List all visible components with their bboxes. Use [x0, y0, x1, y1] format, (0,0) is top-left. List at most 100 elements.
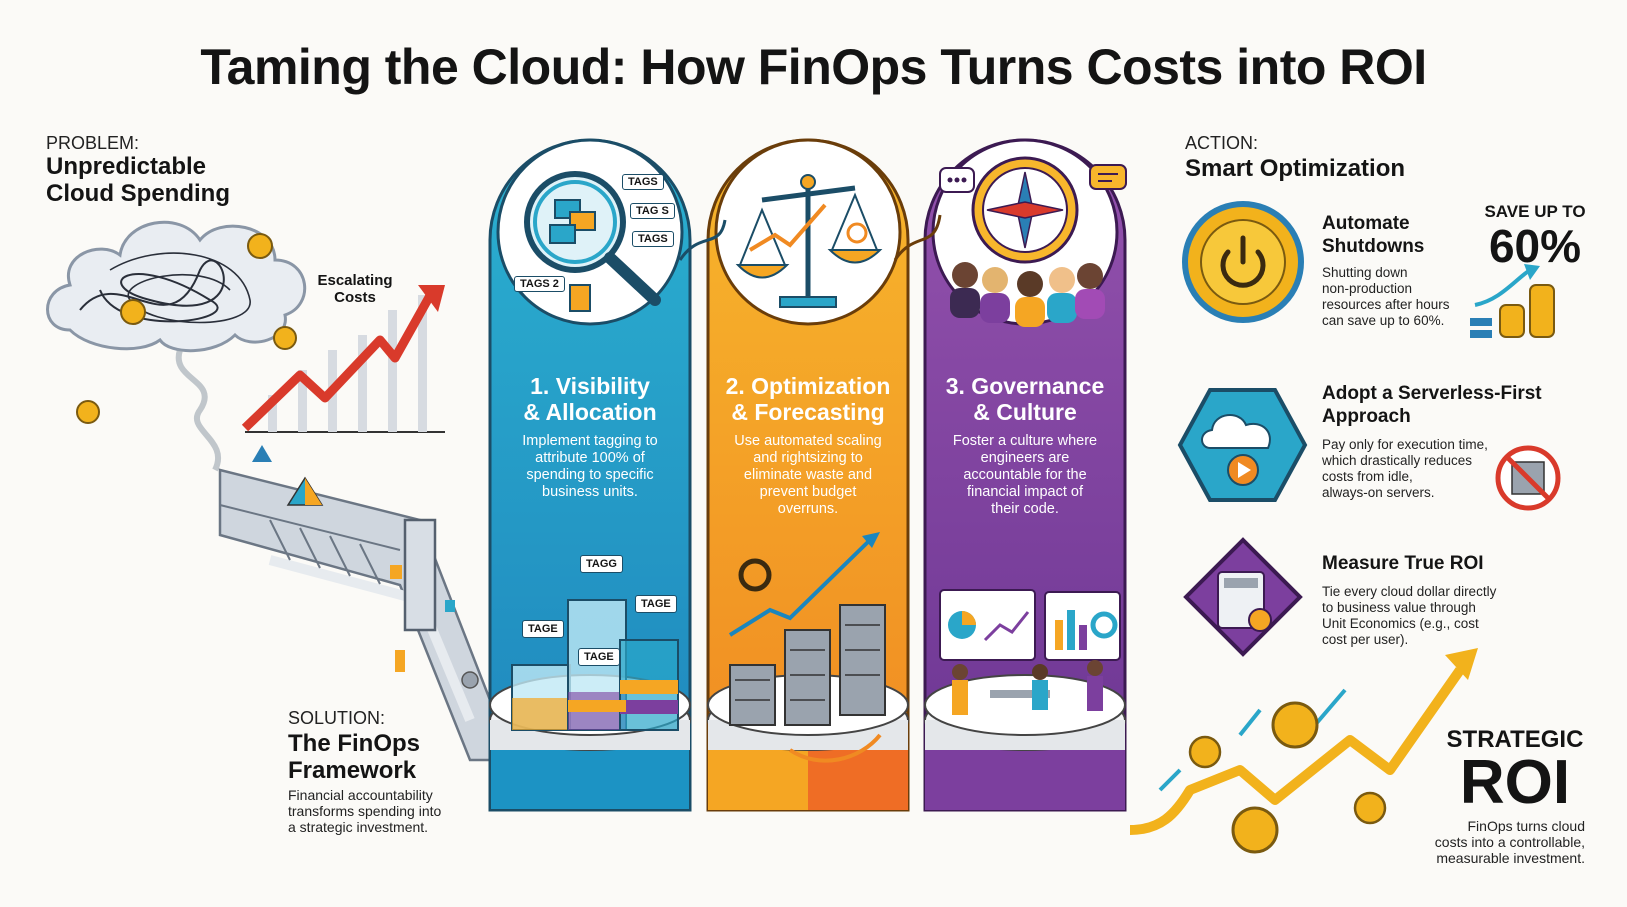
action-item-desc-line: Tie every cloud dollar directly	[1322, 584, 1497, 599]
action-item-title-line1: Automate	[1322, 213, 1410, 234]
dashboard-team-icon	[939, 589, 1121, 715]
pillar-visibility-title-line2: & Allocation	[523, 399, 657, 425]
pillar-governance-desc-line: accountable for the	[963, 467, 1087, 483]
pillar-visibility-text: 1. Visibility & Allocation Implement tag…	[490, 373, 690, 533]
solution-heading-line1: The FinOps	[288, 730, 420, 757]
action-item-title: Adopt a Serverless-First Approach	[1322, 382, 1572, 428]
cube-tag-label: TAGE	[522, 620, 564, 638]
cube-tag-label: TAGG	[580, 555, 623, 573]
power-icon	[1182, 201, 1304, 323]
savings-callout: SAVE UP TO 60%	[1470, 202, 1600, 270]
solution-desc-line3: a strategic investment.	[288, 819, 429, 835]
compass-icon	[971, 156, 1079, 264]
roi-desc: FinOps turns cloud costs into a controll…	[1390, 818, 1585, 866]
action-heading: Smart Optimization	[1185, 155, 1406, 182]
action-item-serverless: Adopt a Serverless-First Approach Pay on…	[1322, 382, 1572, 501]
action-item-title-line2: Shutdowns	[1322, 236, 1425, 257]
pillar-governance-desc-line: their code.	[991, 501, 1059, 517]
pillar-governance-text: 3. Governance & Culture Foster a culture…	[925, 373, 1125, 533]
action-item-title-line2: Approach	[1322, 406, 1411, 427]
action-item-desc: Pay only for execution time, which drast…	[1322, 437, 1572, 501]
escalating-costs-line1: Escalating	[317, 272, 393, 289]
cube-tag-label: TAGE	[578, 648, 620, 666]
no-server-icon	[1495, 445, 1561, 511]
pillar-optimization-desc-line: prevent budget	[759, 484, 857, 500]
pillar-governance-title-line2: & Culture	[973, 399, 1077, 425]
tag-label: TAGS	[632, 231, 674, 247]
savings-value: 60%	[1488, 220, 1582, 272]
pillar-optimization-title-line2: & Forecasting	[731, 399, 885, 425]
speech-bubble-icon	[939, 164, 1127, 193]
action-item-desc-line: can save up to 60%.	[1322, 313, 1445, 328]
roi-value: ROI	[1459, 748, 1571, 817]
escalating-costs-line2: Costs	[334, 289, 376, 306]
problem-heading-line1: Unpredictable	[46, 153, 207, 180]
action-item-title: Automate Shutdowns	[1322, 212, 1502, 258]
pillar-governance-desc-line: Foster a culture where	[952, 433, 1098, 449]
action-item-desc-line: always-on servers.	[1322, 485, 1435, 500]
pillar-optimization-desc: Use automated scaling and rightsizing to…	[722, 433, 894, 518]
action-item-title-line1: Adopt a Serverless-First	[1322, 383, 1542, 404]
pillar-governance-desc-line: financial impact of	[966, 484, 1084, 500]
solution-desc: Financial accountability transforms spen…	[288, 787, 441, 835]
action-item-desc-line: cost per user).	[1322, 632, 1409, 647]
roi-arrow-chart	[1129, 648, 1478, 854]
pillar-optimization-desc-line: and rightsizing to	[753, 450, 863, 466]
problem-heading-line2: Cloud Spending	[46, 180, 230, 207]
calculator-icon	[1183, 537, 1303, 657]
action-kicker: ACTION:	[1185, 133, 1259, 153]
pillar-visibility-desc-line: business units.	[542, 484, 638, 500]
action-item-desc-line: Unit Economics (e.g., cost	[1322, 616, 1479, 631]
tag-label: TAGS	[622, 174, 664, 190]
pillar-optimization-title-line1: 2. Optimization	[725, 373, 891, 399]
page-title: Taming the Cloud: How FinOps Turns Costs…	[200, 39, 1427, 95]
pillar-visibility-title-line1: 1. Visibility	[530, 373, 650, 399]
escalating-costs-label: Escalating Costs	[315, 272, 395, 306]
team-people-icon	[950, 262, 1105, 327]
action-item-desc-line: non-production	[1322, 281, 1413, 296]
action-item-desc: Shutting down non-production resources a…	[1322, 265, 1502, 329]
action-item-desc: Tie every cloud dollar directly to busin…	[1322, 584, 1582, 648]
solution-desc-line2: transforms spending into	[288, 803, 442, 819]
cube-tag-label: TAGE	[635, 595, 677, 613]
balance-scale-icon	[735, 174, 883, 308]
pillar-visibility-desc-line: Implement tagging to	[522, 433, 658, 449]
tag-label: TAG S	[630, 203, 675, 219]
pillar-visibility-desc-line: spending to specific	[526, 467, 654, 483]
pillar-governance-desc-line: engineers are	[980, 450, 1070, 466]
solution-heading: The FinOps Framework	[288, 730, 420, 784]
magnifier-icon	[524, 171, 661, 312]
messy-cloud-icon	[46, 220, 307, 472]
action-item-title: Measure True ROI	[1322, 553, 1484, 574]
roi-desc-line1: FinOps turns cloud	[1467, 818, 1586, 834]
solution-kicker: SOLUTION:	[288, 708, 386, 728]
action-item-roi: Measure True ROI Tie every cloud dollar …	[1322, 552, 1582, 648]
escalating-costs-chart	[241, 285, 445, 433]
action-item-desc-line: Shutting down	[1322, 265, 1408, 280]
tag-label: TAGS 2	[514, 276, 565, 292]
action-item-desc-line: Pay only for execution time,	[1322, 437, 1488, 452]
pillar-governance-title-line1: 3. Governance	[945, 373, 1105, 399]
pillar-optimization-desc-line: overruns.	[777, 501, 839, 517]
pillar-optimization-desc-line: Use automated scaling	[734, 433, 882, 449]
cloud-play-icon	[1177, 388, 1308, 502]
roi-desc-line2: costs into a controllable,	[1434, 834, 1585, 850]
solution-desc-line1: Financial accountability	[288, 787, 433, 803]
servers-chart-icon	[728, 532, 886, 763]
conveyor-bridge	[218, 445, 492, 762]
problem-kicker: PROBLEM:	[46, 133, 140, 153]
action-item-shutdowns: Automate Shutdowns Shutting down non-pro…	[1322, 212, 1502, 329]
pillar-visibility-title: 1. Visibility & Allocation	[490, 373, 690, 425]
solution-heading-line2: Framework	[288, 757, 417, 784]
pillar-optimization-text: 2. Optimization & Forecasting Use automa…	[708, 373, 908, 533]
action-item-desc-line: which drastically reduces	[1322, 453, 1473, 468]
roi-desc-line3: measurable investment.	[1436, 850, 1585, 866]
pillar-governance-desc: Foster a culture where engineers are acc…	[939, 433, 1111, 518]
pillar-visibility-desc-line: attribute 100% of	[535, 450, 645, 466]
pillar-optimization-desc-line: eliminate waste and	[743, 467, 873, 483]
coins-stack-icon	[1470, 264, 1555, 338]
pillar-governance-title: 3. Governance & Culture	[925, 373, 1125, 425]
pillar-optimization-title: 2. Optimization & Forecasting	[708, 373, 908, 425]
savings-kicker: SAVE UP TO	[1484, 202, 1586, 221]
